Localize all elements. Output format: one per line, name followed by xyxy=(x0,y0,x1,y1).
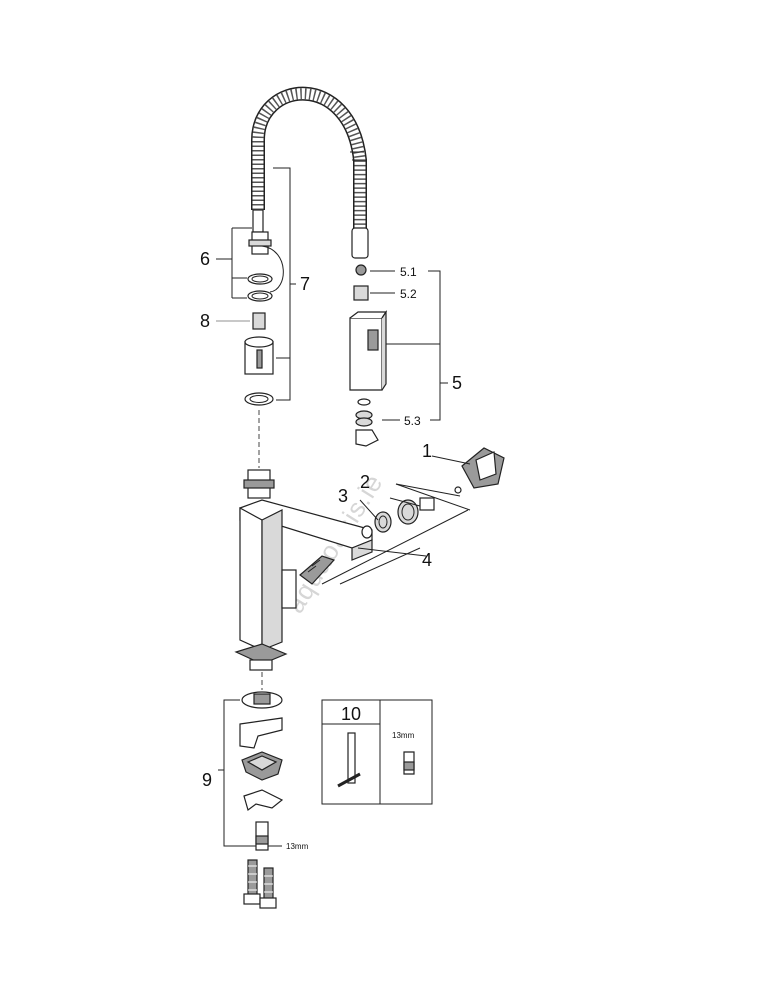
callout-3: 3 xyxy=(338,486,348,506)
spray-head-icon xyxy=(349,264,388,447)
callout-1: 1 xyxy=(422,441,432,461)
mixer-body-icon xyxy=(234,469,373,690)
spring-hose-icon xyxy=(251,86,369,259)
tool-icon xyxy=(337,732,415,788)
callout-5: 5 xyxy=(452,373,462,393)
callout-8: 8 xyxy=(200,311,210,331)
wrench-size-label-box: 13mm xyxy=(392,731,415,740)
callout-10: 10 xyxy=(341,704,361,724)
tool-box xyxy=(321,699,433,805)
callout-9: 9 xyxy=(202,770,212,790)
connection-hose-icon xyxy=(243,859,277,909)
cartridge-icon xyxy=(299,497,435,585)
callout-5-3: 5.3 xyxy=(404,414,421,428)
callout-6: 6 xyxy=(200,249,210,269)
hose-fittings-icon xyxy=(244,231,284,468)
callout-5-2: 5.2 xyxy=(400,287,417,301)
lever-handle-icon xyxy=(454,447,505,494)
wrench-size-label-main: 13mm xyxy=(286,842,309,851)
callout-7: 7 xyxy=(300,274,310,294)
callout-5-1: 5.1 xyxy=(400,265,417,279)
callout-4: 4 xyxy=(422,550,432,570)
mounting-set-icon xyxy=(239,691,284,851)
callout-2: 2 xyxy=(360,472,370,492)
